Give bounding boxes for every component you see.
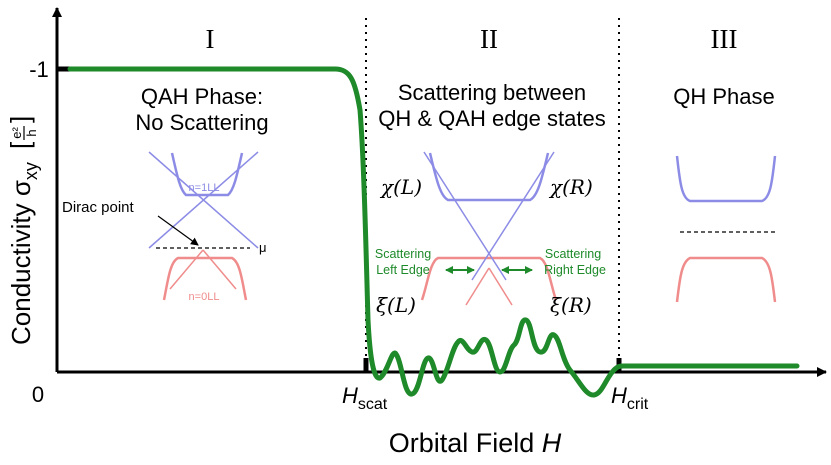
region2-cone-red-a bbox=[488, 267, 513, 306]
region2-scatter-right-line2: Right Edge bbox=[544, 263, 606, 277]
conductivity-curve bbox=[67, 66, 800, 398]
region1-upper-band bbox=[170, 152, 244, 197]
region2-bands bbox=[420, 151, 558, 306]
region1-mu-label: μ bbox=[259, 240, 267, 255]
region2-chi-right: χ(R) bbox=[548, 175, 593, 199]
region1-cone-red-a bbox=[202, 249, 237, 290]
region2-xi-right: ξ(R) bbox=[550, 293, 592, 317]
y-label-bracket-close: ] bbox=[5, 116, 35, 123]
y-axis-label: Conductivity σxy [ e² h ] bbox=[5, 116, 41, 345]
h-scat-label: Hscat bbox=[342, 383, 388, 413]
region1-title-line1: QAH Phase: bbox=[141, 84, 263, 109]
y-label-bracket-open: [ bbox=[5, 141, 35, 149]
region3-lower-band bbox=[675, 256, 777, 303]
region1-dirac-arrow bbox=[157, 215, 199, 246]
y-label-main: Conductivity σ bbox=[6, 180, 36, 345]
x-axis-label: Orbital Field H bbox=[389, 428, 562, 458]
region1-cone-blue-b bbox=[148, 151, 259, 249]
region1-ll-top-label: n=1LL bbox=[189, 182, 220, 194]
region2-upper-band bbox=[428, 152, 550, 202]
region1-lower-band bbox=[162, 256, 248, 301]
region2-cone-blue-a bbox=[423, 151, 507, 281]
region2-scatter-left-line1: Scattering bbox=[375, 247, 431, 261]
svg-text:Conductivity σxy: Conductivity σxy bbox=[6, 162, 41, 345]
y-unit-den: h bbox=[24, 129, 39, 136]
region3-title: QH Phase bbox=[673, 84, 775, 109]
y-label-sub: xy bbox=[21, 162, 41, 180]
region-numeral-2: II bbox=[480, 24, 498, 54]
region1-bands bbox=[148, 151, 259, 301]
region1-title-line2: No Scattering bbox=[135, 110, 268, 135]
h-crit-label: Hcrit bbox=[611, 383, 649, 413]
region2-xi-left: ξ(L) bbox=[376, 293, 416, 317]
region1-cone-red-b bbox=[169, 249, 204, 290]
region2-scatter-left-line2: Left Edge bbox=[376, 263, 430, 277]
region3-bands bbox=[675, 155, 777, 303]
region2-cone-blue-b bbox=[471, 151, 555, 281]
region1-dirac-label: Dirac point bbox=[62, 199, 135, 216]
region2-title-line2: QH & QAH edge states bbox=[378, 106, 605, 131]
region2-scatter-right-line1: Scattering bbox=[545, 247, 601, 261]
region1-ll-bottom-label: n=0LL bbox=[189, 291, 220, 303]
region2-cone-red-b bbox=[465, 267, 490, 306]
y-tick-minus-one: -1 bbox=[29, 57, 49, 82]
region2-lower-band bbox=[420, 256, 558, 301]
region-numeral-1: I bbox=[206, 24, 215, 54]
region-numeral-3: III bbox=[711, 24, 738, 54]
region2-chi-left: χ(L) bbox=[379, 175, 422, 199]
region2-title-line1: Scattering between bbox=[398, 80, 586, 105]
region3-upper-band bbox=[675, 155, 777, 203]
y-tick-zero: 0 bbox=[32, 382, 44, 407]
y-unit-num: e² bbox=[9, 127, 24, 139]
